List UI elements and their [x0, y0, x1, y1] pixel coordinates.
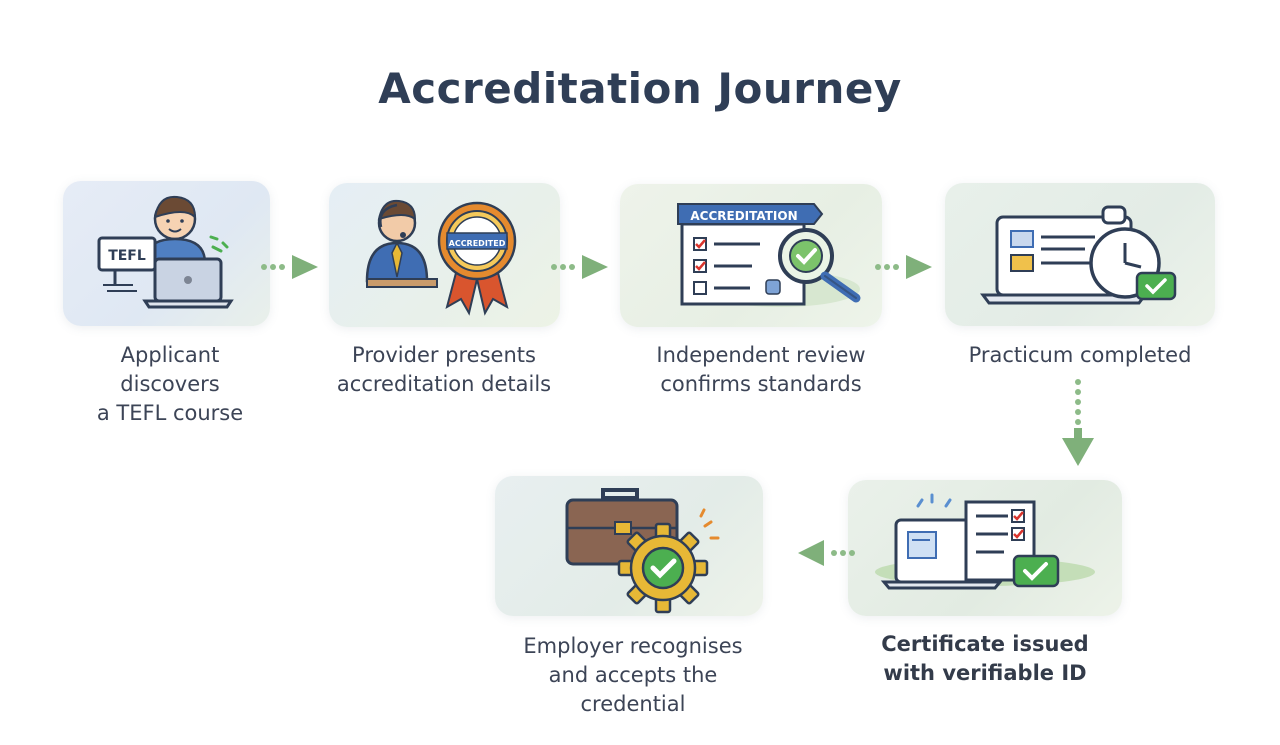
arrow-left — [798, 540, 855, 566]
step-card-practicum — [945, 183, 1215, 326]
step-label-review: Independent review confirms standards — [656, 343, 866, 396]
diagram-title: Accreditation Journey — [378, 64, 902, 113]
step-card-applicant: TEFL — [63, 181, 270, 326]
step-card-certificate — [848, 480, 1122, 616]
arrow-right-3 — [875, 255, 932, 279]
step-card-employer — [495, 476, 763, 616]
arrow-right-1 — [261, 255, 318, 279]
step-card-review: ACCREDITATION — [620, 184, 882, 327]
applicant-laptop-icon: TEFL — [97, 195, 234, 309]
step-card-provider: ACCREDITED — [329, 183, 560, 327]
arrow-right-2 — [551, 255, 608, 279]
arrow-down — [1062, 379, 1094, 466]
accreditation-banner-text: ACCREDITATION — [690, 209, 797, 223]
step-label-certificate: Certificate issued with verifiable ID — [881, 632, 1089, 685]
step-label-provider: Provider presents accreditation details — [336, 343, 552, 396]
tefl-badge-text: TEFL — [108, 248, 146, 264]
certificate-laptop-icon — [875, 493, 1095, 590]
step-label-employer: Employer recognises and accepts the cred… — [523, 634, 743, 716]
step-label-applicant: Applicant discovers a TEFL course — [96, 343, 244, 425]
provider-presenter-icon: ACCREDITED — [365, 199, 517, 316]
briefcase-gear-icon — [565, 488, 720, 614]
step-label-practicum: Practicum completed — [968, 343, 1192, 367]
checklist-magnifier-icon: ACCREDITATION — [677, 203, 861, 307]
laptop-clock-icon — [980, 205, 1177, 305]
accredited-rosette-text: ACCREDITED — [449, 239, 506, 248]
